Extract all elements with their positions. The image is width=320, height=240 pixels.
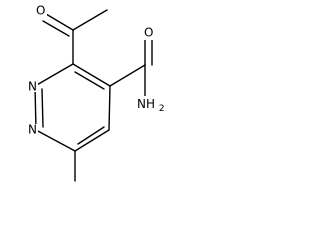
bond-c6-c5 [74, 129, 110, 152]
atom-nh2-main: NH [137, 97, 155, 111]
bond-acetyl-co-double [42, 20, 70, 37]
atom-n1: N [28, 80, 37, 94]
atom-nh2-subscript: 2 [159, 104, 165, 114]
mask-o-acetyl [35, 4, 47, 18]
bond-acetyl-co [45, 13, 74, 31]
atom-o-amide: O [144, 26, 153, 40]
atom-nh2: NH 2 [137, 97, 165, 114]
atom-o-acetyl: O [36, 4, 45, 18]
mask-n2 [26, 124, 38, 136]
mask-n1 [26, 80, 38, 92]
bond-c4-amide-carbon [109, 64, 146, 87]
bond-c4-c3-double [74, 71, 105, 90]
bond-c4-c3 [72, 63, 111, 87]
bond-n1-n2-double [41, 88, 44, 128]
bond-n2-c6 [35, 129, 76, 152]
pyridazine-molecule-diagram: N N O O NH 2 [26, 4, 165, 182]
bond-c3-n1 [34, 63, 74, 87]
bond-n1-n2 [34, 85, 37, 131]
mask-nh2 [136, 96, 161, 110]
bond-c5-c4 [108, 85, 111, 131]
mask-o-amide [142, 26, 156, 40]
bond-c6-c5-double [77, 126, 105, 145]
atom-n2: N [28, 123, 37, 137]
bond-acetyl-methyl [72, 9, 108, 31]
